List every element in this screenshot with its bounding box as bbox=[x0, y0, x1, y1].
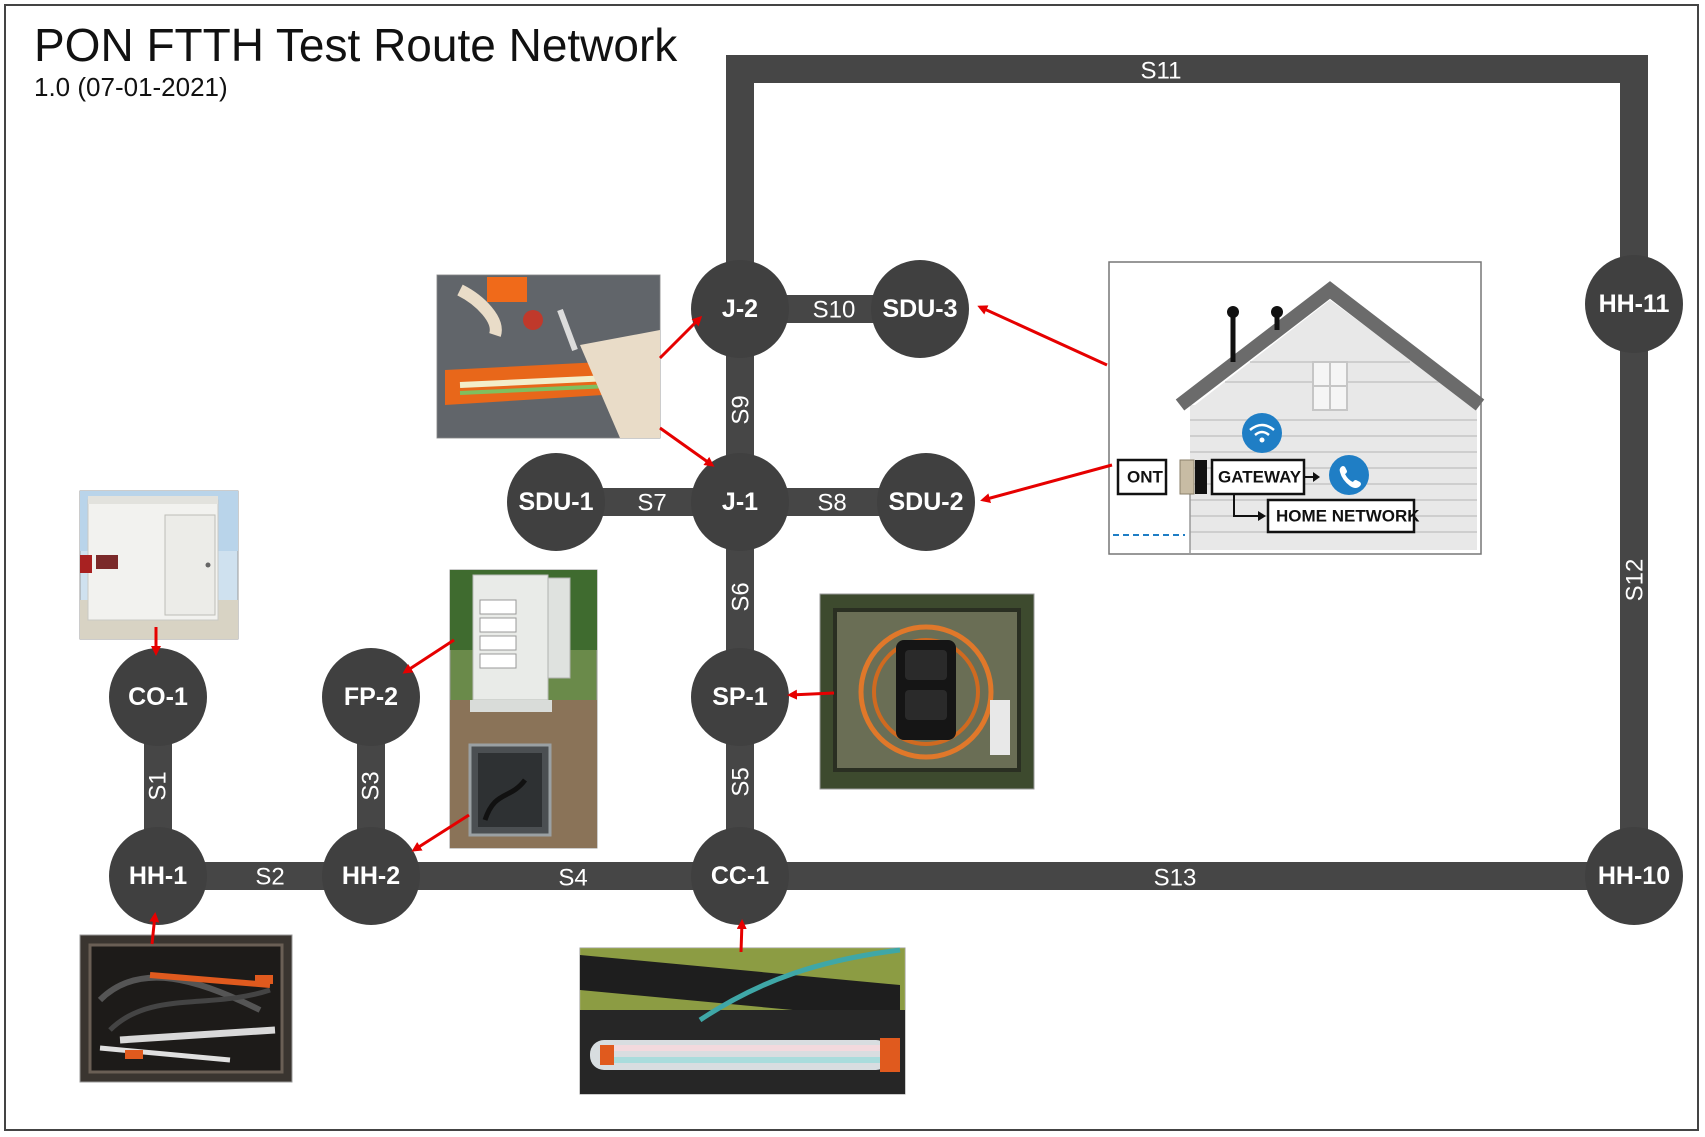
house-illustration: ONT GATEWAY HOME NETWORK bbox=[1108, 261, 1485, 555]
node-label-hh-10: HH-10 bbox=[1598, 862, 1670, 890]
segment-label-s8: S8 bbox=[817, 490, 846, 517]
wifi-icon bbox=[1242, 413, 1282, 453]
node-label-j-1: J-1 bbox=[722, 488, 758, 516]
segment-label-s7: S7 bbox=[637, 490, 666, 517]
node-label-co-1: CO-1 bbox=[128, 683, 188, 711]
splitter-enclosure-photo bbox=[819, 593, 1035, 790]
fiber-cable-prep-photo bbox=[436, 274, 661, 439]
closure-cable-photo bbox=[579, 947, 906, 1095]
node-label-cc-1: CC-1 bbox=[711, 862, 769, 890]
segment-label-s3: S3 bbox=[358, 771, 385, 800]
node-hh-1[interactable]: HH-1 bbox=[109, 827, 207, 925]
node-hh-11[interactable]: HH-11 bbox=[1585, 255, 1683, 353]
segment-label-s11: S11 bbox=[1141, 58, 1182, 85]
cabinet-shelter-photo bbox=[79, 490, 239, 640]
arrow-to-hh-2 bbox=[411, 813, 470, 852]
node-label-sp-1: SP-1 bbox=[712, 683, 768, 711]
node-co-1[interactable]: CO-1 bbox=[109, 648, 207, 746]
gateway-box: GATEWAY bbox=[1210, 458, 1306, 496]
node-label-hh-2: HH-2 bbox=[342, 862, 400, 890]
diagram-border bbox=[4, 4, 1699, 1131]
arrow-to-j-1 bbox=[659, 426, 715, 467]
node-label-j-2: J-2 bbox=[722, 295, 758, 323]
node-sp-1[interactable]: SP-1 bbox=[691, 648, 789, 746]
arrow-to-j-2 bbox=[658, 315, 703, 360]
node-sdu-1[interactable]: SDU-1 bbox=[507, 453, 605, 551]
home-network-box: HOME NETWORK bbox=[1266, 498, 1420, 534]
street-cabinet-and-handhole-photo bbox=[449, 569, 598, 849]
segment-label-s9: S9 bbox=[728, 395, 755, 424]
node-j-2[interactable]: J-2 bbox=[691, 260, 789, 358]
network-nodes: CO-1 HH-1 HH-2 FP-2 CC-1 SP-1 J-1 J-2 bbox=[109, 255, 1683, 925]
page-title: PON FTTH Test Route Network bbox=[34, 19, 678, 71]
arrow-to-hh-1 bbox=[149, 912, 160, 945]
segment-labels: S1 S2 S3 S4 S5 S6 S7 S8 S9 S10 S11 S12 S… bbox=[145, 58, 1649, 892]
segment-label-s13: S13 bbox=[1154, 865, 1197, 892]
handhole-splice-photo bbox=[79, 934, 293, 1083]
segment-label-s4: S4 bbox=[558, 865, 587, 892]
node-fp-2[interactable]: FP-2 bbox=[322, 648, 420, 746]
segment-label-s12: S12 bbox=[1622, 559, 1649, 602]
ont-box: ONT bbox=[1116, 458, 1168, 496]
node-label-sdu-1: SDU-1 bbox=[518, 488, 593, 516]
segment-label-s2: S2 bbox=[255, 864, 284, 891]
segment-label-s5: S5 bbox=[728, 767, 755, 796]
arrow-to-fp-2 bbox=[402, 638, 455, 674]
arrow-to-sdu-3 bbox=[977, 305, 1108, 367]
node-label-sdu-2: SDU-2 bbox=[888, 488, 963, 516]
node-label-sdu-3: SDU-3 bbox=[882, 295, 957, 323]
node-hh-2[interactable]: HH-2 bbox=[322, 827, 420, 925]
version-label: 1.0 (07-01-2021) bbox=[34, 72, 228, 102]
node-label-fp-2: FP-2 bbox=[344, 683, 398, 711]
node-label-hh-11: HH-11 bbox=[1599, 290, 1670, 318]
node-cc-1[interactable]: CC-1 bbox=[691, 827, 789, 925]
node-hh-10[interactable]: HH-10 bbox=[1585, 827, 1683, 925]
arrow-to-sp-1 bbox=[787, 689, 835, 700]
home-network-label: HOME NETWORK bbox=[1276, 507, 1420, 526]
segment-label-s10: S10 bbox=[813, 297, 856, 324]
segment-label-s6: S6 bbox=[728, 582, 755, 611]
node-j-1[interactable]: J-1 bbox=[691, 453, 789, 551]
phone-icon bbox=[1329, 455, 1369, 495]
segment-label-s1: S1 bbox=[145, 771, 172, 800]
callout-arrows bbox=[149, 305, 1113, 953]
gateway-label: GATEWAY bbox=[1218, 468, 1302, 487]
arrow-to-sdu-2 bbox=[980, 463, 1113, 503]
arrow-to-cc-1 bbox=[736, 919, 747, 953]
node-sdu-3[interactable]: SDU-3 bbox=[871, 260, 969, 358]
ont-label: ONT bbox=[1127, 468, 1164, 487]
node-sdu-2[interactable]: SDU-2 bbox=[877, 453, 975, 551]
node-label-hh-1: HH-1 bbox=[129, 862, 187, 890]
